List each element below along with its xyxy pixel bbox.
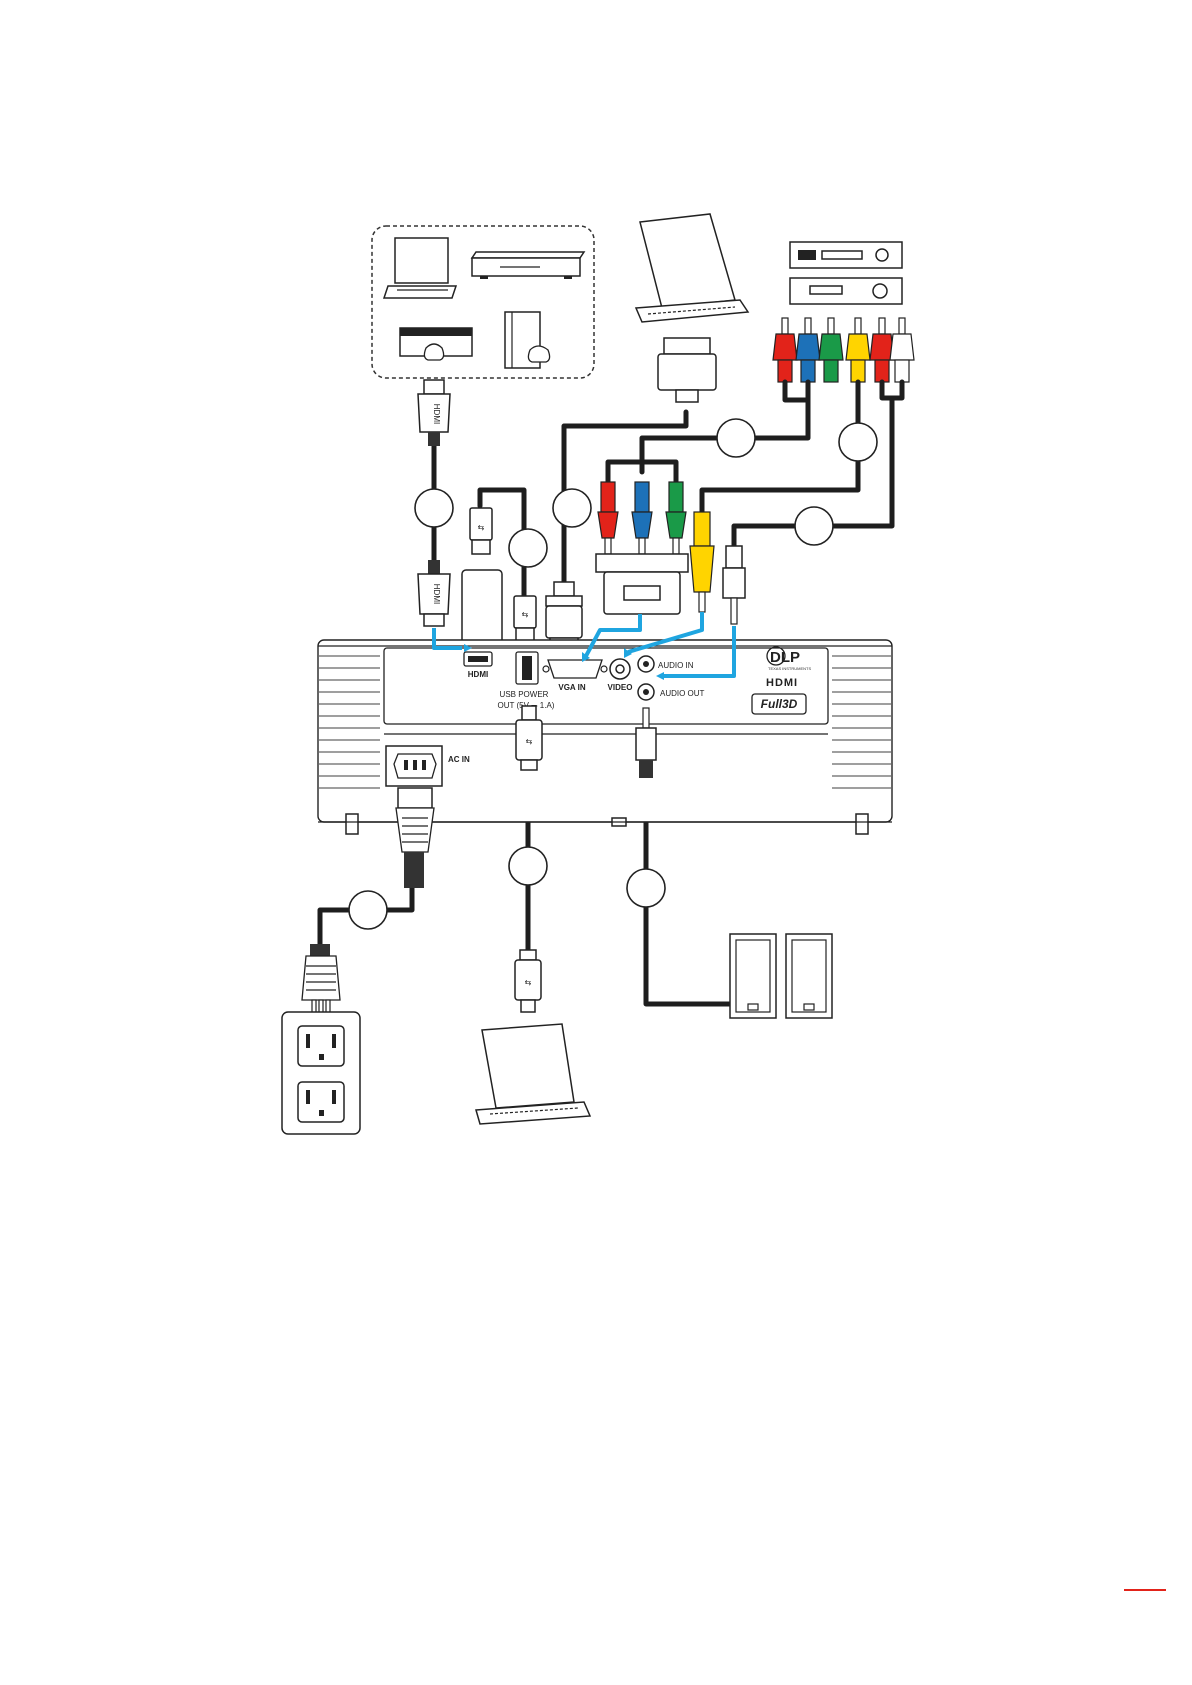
rca-connector-icon [690,512,714,612]
usb-connector-icon: ⇆ [514,596,536,642]
video-port-label: VIDEO [608,683,633,692]
rca-connector-icon [819,318,843,382]
usb-connector-icon: ⇆ [515,950,541,1012]
svg-text:⇆: ⇆ [478,523,485,532]
rca-connector-icon [846,318,870,382]
dvd-player-icon [472,252,584,279]
svg-text:HDMI: HDMI [432,404,441,424]
hdmi-logo: HDMI [766,677,798,689]
svg-text:⇆: ⇆ [525,978,532,987]
laptop-icon [384,238,456,298]
game-console-icon [400,328,472,360]
audio-out-port-label: AUDIO OUT [660,689,705,698]
usb-connector-icon: ⇆ [470,508,492,554]
hdmi-sources-group [372,226,594,378]
rca-connector-icon [598,482,618,554]
audio-in-port-label: AUDIO IN [658,661,694,670]
hdmi-port: HDMI [464,652,492,679]
texas-instruments-text: TEXAS INSTRUMENTS [768,666,811,671]
component-plugs-lower [596,482,688,614]
ac-in-port-label: AC IN [448,755,470,764]
page-marker [1124,1589,1166,1591]
vga-in-port-label: VGA IN [558,683,585,692]
svg-text:⇆: ⇆ [526,737,533,746]
hdmi-port-label: HDMI [468,670,488,679]
svg-text:HDMI: HDMI [432,584,441,604]
svg-text:⇆: ⇆ [522,610,529,619]
rca-to-vga-adapter-icon [596,554,688,614]
component-and-composite-plugs-top [773,318,914,382]
hdmi-connector-icon: HDMI [418,380,450,446]
usb-power-port-label-line1: USB POWER [500,690,549,699]
vcr-icon [790,242,902,268]
speaker-icon [730,934,776,1018]
vga-connector-icon [546,582,582,648]
rca-connector-icon [796,318,820,382]
receiver-icon [790,278,902,304]
rca-connector-icon [773,318,797,382]
rca-connector-icon [666,482,686,554]
game-console-icon [505,312,550,368]
wall-outlet-icon [282,1012,360,1134]
laptop-icon [476,1024,590,1124]
rca-connector-icon [632,482,652,554]
speaker-icon [786,934,832,1018]
power-plug-icon [396,788,434,888]
full3d-logo: Full3D [752,694,806,714]
dlp-logo-text: DLP [770,649,800,666]
rca-connector-icon [890,318,914,382]
audio-jack-icon [723,546,745,624]
vga-connector-icon [658,338,716,402]
hdmi-connector-icon: HDMI [418,560,450,626]
full3d-logo-text: Full3D [761,697,798,711]
laptop-icon [636,214,748,322]
rca-connector-icon [870,318,894,382]
